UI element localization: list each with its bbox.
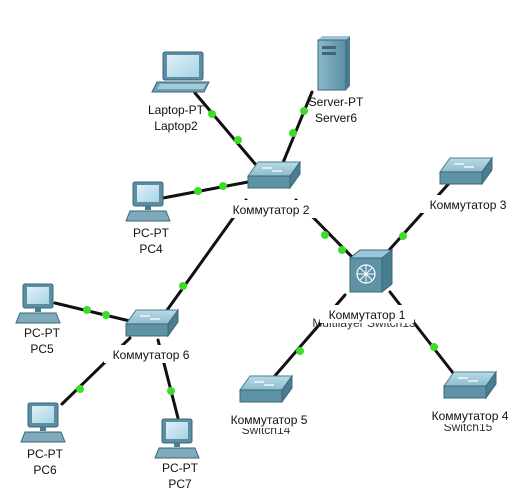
link-led <box>208 110 216 118</box>
device-switch-3[interactable]: Коммутатор 3 <box>421 156 515 213</box>
switch-icon <box>125 308 179 338</box>
device-switch-4[interactable]: Switch15 Коммутатор 4 <box>423 370 517 434</box>
device-type-label: PC-PT <box>162 461 199 475</box>
link-pc4-sw2[interactable] <box>161 180 250 200</box>
device-switch-6[interactable]: Коммутатор 6 <box>104 308 198 363</box>
link-led <box>430 343 438 351</box>
device-switch-5[interactable]: Switch14 Коммутатор 5 <box>222 374 316 437</box>
switch-icon <box>239 374 293 404</box>
switch-icon <box>443 370 497 400</box>
device-name-label: PC5 <box>30 342 54 356</box>
device-type-label: Server-PT <box>309 95 364 109</box>
device-tag-box <box>224 200 318 218</box>
pc-icon <box>15 283 61 324</box>
device-tag: Коммутатор 5 <box>231 413 308 427</box>
device-type-label: PC-PT <box>27 447 64 461</box>
device-name-label: Laptop2 <box>154 119 198 133</box>
device-server6[interactable]: Server-PT Server6 <box>309 36 364 125</box>
pc-icon <box>125 181 171 222</box>
multilayer-switch-icon <box>348 248 394 294</box>
device-switch-2[interactable]: Коммутатор 2 <box>224 160 318 218</box>
pc-icon <box>154 418 200 459</box>
device-laptop2[interactable]: Laptop-PT Laptop2 <box>148 51 210 133</box>
links <box>53 90 459 420</box>
device-pc4[interactable]: PC-PT PC4 <box>125 181 171 256</box>
link-led <box>321 231 329 239</box>
device-name-label: PC6 <box>33 463 57 477</box>
device-tag-box <box>423 406 517 424</box>
device-tag: Коммутатор 4 <box>432 409 509 423</box>
link-led <box>179 282 187 290</box>
device-tag: Коммутатор 6 <box>113 348 190 362</box>
device-switch-1[interactable]: Multilayer Switch13 Коммутатор 1 <box>312 248 416 330</box>
switch-icon <box>439 156 493 186</box>
link-led <box>234 136 242 144</box>
link-led <box>289 129 297 137</box>
link-leds <box>76 107 438 395</box>
device-tag-box <box>222 410 316 428</box>
link-led <box>219 182 227 190</box>
device-name-label: PC4 <box>139 242 163 256</box>
pc-icon <box>20 402 66 443</box>
device-name-label: Server6 <box>315 111 357 125</box>
switch-icon <box>247 160 301 190</box>
device-type-label: PC-PT <box>24 326 61 340</box>
link-led <box>76 385 84 393</box>
device-tag-box <box>104 345 198 363</box>
link-led <box>194 187 202 195</box>
device-tag-box <box>421 195 515 213</box>
device-tag-box <box>320 305 414 323</box>
link-led <box>399 232 407 240</box>
device-pc5[interactable]: PC-PT PC5 <box>15 283 61 356</box>
link-ml1-sw4[interactable] <box>388 290 459 380</box>
device-tag: Коммутатор 2 <box>233 203 310 217</box>
link-sw3-ml1[interactable] <box>380 178 454 260</box>
device-name-label: PC7 <box>168 477 192 491</box>
link-led <box>102 311 110 319</box>
link-led <box>167 387 175 395</box>
laptop-icon <box>151 51 210 93</box>
link-led <box>338 246 346 254</box>
server-icon <box>317 36 350 91</box>
device-tag: Коммутатор 3 <box>430 198 507 212</box>
device-type-label: Laptop-PT <box>148 103 205 117</box>
device-pc6[interactable]: PC-PT PC6 <box>20 402 66 477</box>
link-led <box>83 306 91 314</box>
link-led <box>300 107 308 115</box>
device-type-label: PC-PT <box>133 226 170 240</box>
link-laptop2-sw2[interactable] <box>193 91 264 174</box>
link-sw2-sw6[interactable] <box>158 198 248 322</box>
device-pc7[interactable]: PC-PT PC7 <box>154 418 200 491</box>
device-tag: Коммутатор 1 <box>329 308 406 322</box>
link-led <box>296 347 304 355</box>
link-pc5-sw6[interactable] <box>53 301 136 324</box>
